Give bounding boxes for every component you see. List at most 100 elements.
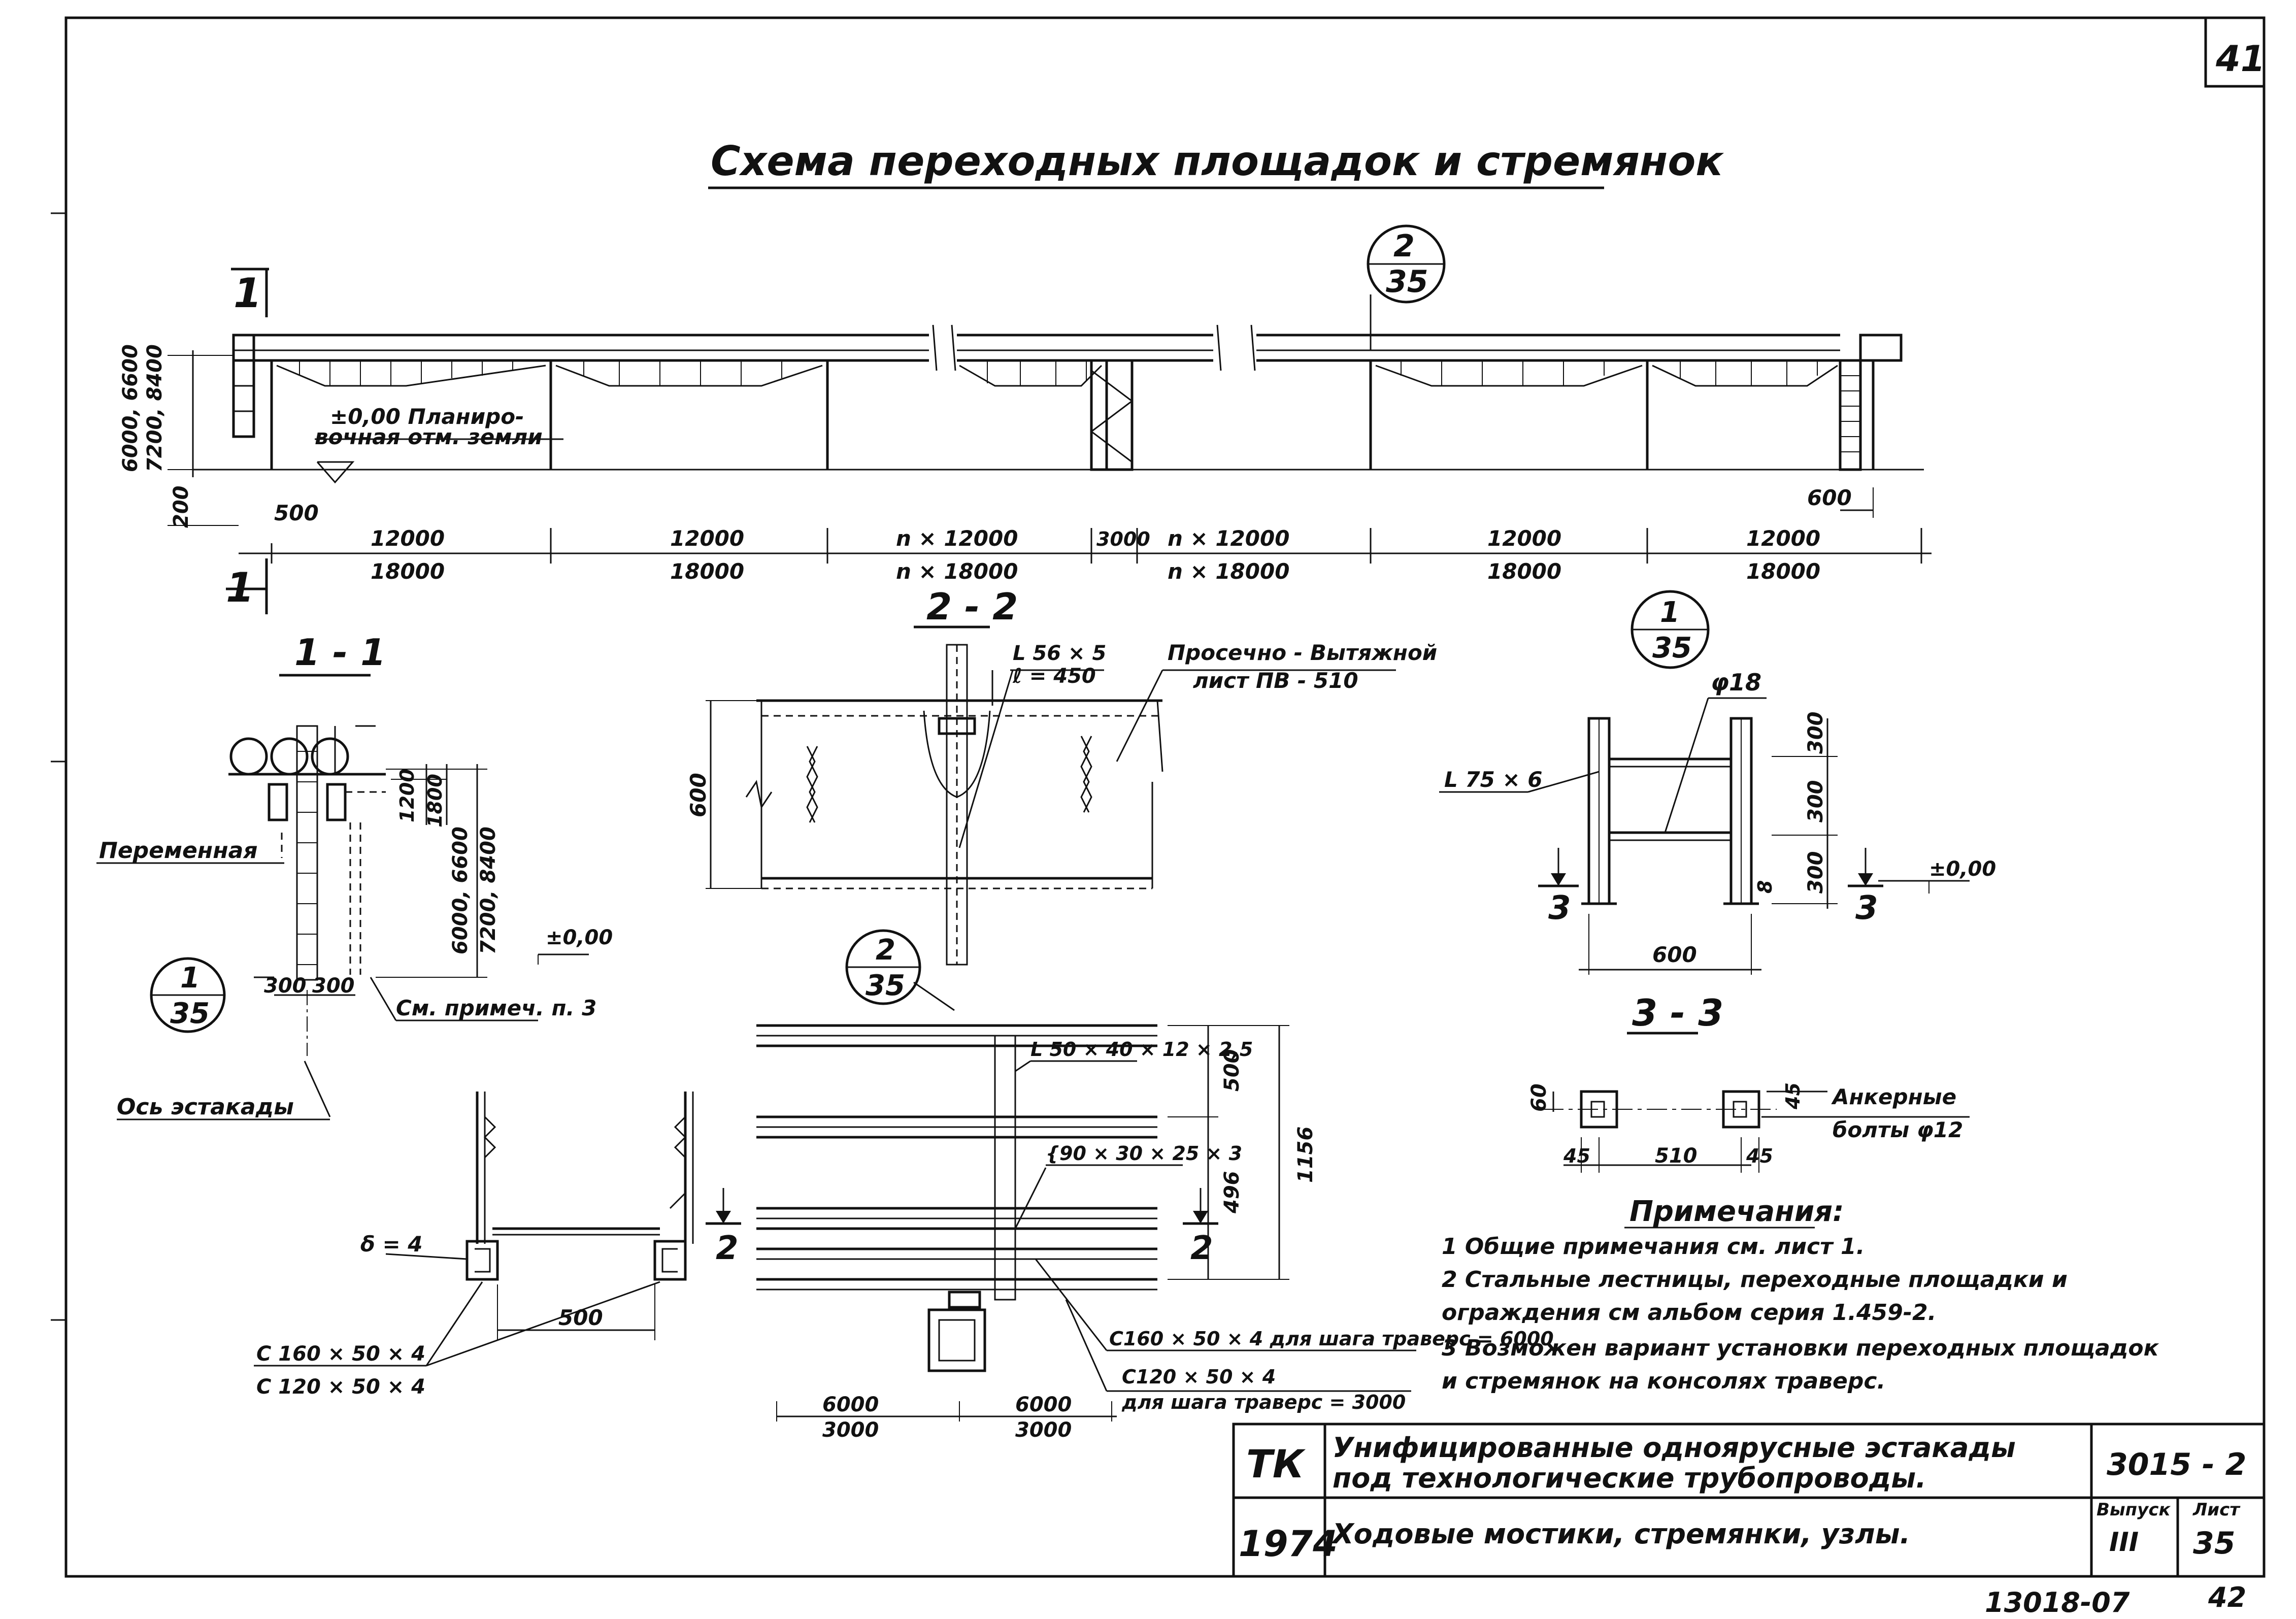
grating-label-2: лист ПВ - 510 — [1193, 668, 1358, 693]
span-top: 3000 — [1096, 528, 1150, 550]
dim-200: 200 — [170, 486, 193, 528]
span-dimensions: 12000 18000 12000 18000 n × 12000 n × 18… — [371, 526, 1820, 584]
span-bottom: n × 18000 — [1168, 559, 1289, 584]
dim-300: 300 — [1804, 712, 1827, 754]
dim-45: 45 — [1563, 1145, 1590, 1167]
rod-label: φ18 — [1711, 669, 1761, 696]
org-code: ТК — [1246, 1441, 1306, 1486]
note-line: 3 Возможен вариант установки переходных … — [1442, 1335, 2159, 1361]
dim-45: 45 — [1782, 1082, 1804, 1110]
span-right-top: 6000 — [1015, 1393, 1072, 1416]
angle-label-2: ℓ = 450 — [1012, 665, 1096, 688]
section-mark-2: 2 — [1190, 1230, 1213, 1267]
section-mark-3: 3 — [1855, 889, 1878, 927]
section-2-2-drawing — [706, 625, 1396, 966]
angle-label: L 75 × 6 — [1444, 767, 1543, 792]
dim-1200: 1200 — [396, 769, 418, 822]
note-line: и стремянок на консолях траверс. — [1442, 1368, 1885, 1394]
span-bottom: 18000 — [1487, 559, 1561, 584]
height-label-1: 6000, 6600 — [119, 344, 142, 472]
span-bottom: 18000 — [1746, 559, 1820, 584]
dim-300: 300 — [264, 974, 307, 998]
section-3-3-title: 3 - 3 — [1632, 992, 1723, 1034]
callout-sheet-ref: 35 — [1386, 264, 1428, 300]
title-block — [1232, 1423, 2266, 1578]
section-mark-1-top: 1 — [234, 270, 262, 317]
channel-label-1: C160 × 50 × 4 для шага траверс = 6000 — [1109, 1328, 1554, 1350]
span-top: 12000 — [670, 526, 744, 551]
channel-label-2: C 120 × 50 × 4 — [256, 1375, 425, 1399]
channel-label-2b: для шага траверс = 3000 — [1121, 1391, 1406, 1413]
section-3-3-drawing — [1543, 1032, 1970, 1173]
dim-1156: 1156 — [1294, 1127, 1317, 1183]
dim-510: 510 — [1655, 1144, 1698, 1168]
height-2: 7200, 8400 — [477, 827, 500, 954]
page-number: 41 — [2215, 38, 2265, 80]
span-left-bottom: 3000 — [822, 1418, 879, 1442]
dim-500: 500 — [274, 501, 319, 525]
callout-number: 1 — [180, 962, 200, 995]
anchor-bolts-1: Анкерные — [1831, 1084, 1956, 1109]
ground-label-1: ±0,00 Планиро- — [330, 404, 524, 429]
axis-label: Ось эстакады — [117, 1094, 294, 1120]
dim-500: 500 — [1220, 1049, 1244, 1092]
section-mark-1-bottom: 1 — [226, 564, 254, 611]
level-mark: ±0,00 — [1929, 857, 1996, 881]
sheet-value: 35 — [2193, 1526, 2236, 1561]
callout-sheet: 35 — [170, 997, 210, 1030]
platform-width: 500 — [558, 1305, 603, 1330]
plate-thickness: δ = 4 — [360, 1232, 423, 1257]
project-title-1: Унифицированные одноярусные эстакады — [1333, 1432, 2016, 1464]
plan-callout-number: 2 — [876, 934, 895, 967]
dim-300: 300 — [312, 974, 355, 998]
bracket-label: {90 × 30 × 25 × 3 — [1046, 1142, 1242, 1165]
sheet-frame — [51, 16, 2266, 1578]
archive-code: 13018-07 — [1985, 1587, 2130, 1618]
dim-600: 600 — [686, 773, 711, 817]
dim-8: 8 — [1754, 880, 1776, 894]
span-top: 12000 — [1746, 526, 1820, 551]
dim-496: 496 — [1220, 1171, 1244, 1214]
note-line: 2 Стальные лестницы, переходные площадки… — [1442, 1267, 2068, 1293]
span-top: n × 12000 — [896, 526, 1018, 551]
height-label-2: 7200, 8400 — [143, 344, 167, 472]
section-1-1-drawing — [96, 674, 589, 1120]
detail-callout-number: 1 — [1660, 596, 1680, 629]
dim-600: 600 — [1807, 485, 1852, 510]
sheet-label: Лист — [2192, 1500, 2241, 1520]
plan-detail-drawing — [706, 929, 1416, 1422]
height-1: 6000, 6600 — [449, 827, 472, 954]
dim-45: 45 — [1746, 1145, 1773, 1167]
ladder-width: 600 — [1652, 942, 1697, 967]
section-mark-2: 2 — [716, 1230, 739, 1267]
platform-detail-drawing — [254, 1092, 694, 1367]
note-line: ограждения см альбом серия 1.459-2. — [1442, 1300, 1936, 1326]
channel-label-2: C120 × 50 × 4 — [1122, 1366, 1276, 1388]
archive-page: 42 — [2208, 1581, 2246, 1613]
project-title-2: под технологические трубопроводы. — [1333, 1462, 1926, 1494]
anchor-bolts-2: болты φ12 — [1833, 1117, 1963, 1142]
detail-callout-sheet: 35 — [1652, 632, 1692, 665]
level-mark: ±0,00 — [546, 926, 613, 949]
angle-label: L 50 × 40 × 12 × 2,5 — [1030, 1038, 1253, 1061]
note-line: 1 Общие примечания см. лист 1. — [1442, 1234, 1865, 1260]
issue-label: Выпуск — [2097, 1500, 2171, 1520]
section-2-2-title: 2 - 2 — [926, 585, 1018, 628]
notes-heading: Примечания: — [1629, 1195, 1844, 1228]
span-top: 12000 — [1487, 526, 1561, 551]
span-top: 12000 — [371, 526, 445, 551]
angle-label-1: L 56 × 5 — [1013, 642, 1106, 665]
variable-label: Переменная — [99, 838, 258, 864]
span-bottom: n × 18000 — [896, 559, 1018, 584]
grating-label-1: Просечно - Вытяжной — [1168, 640, 1437, 665]
callout-sheet-number: 2 — [1393, 228, 1415, 264]
year: 1974 — [1239, 1523, 1338, 1565]
drawing-title: Схема переходных площадок и стремянок — [711, 138, 1724, 185]
span-top: n × 12000 — [1168, 526, 1289, 551]
issue-value: III — [2109, 1527, 2139, 1558]
dim-300: 300 — [1804, 851, 1827, 894]
page-number-box — [2204, 16, 2266, 88]
span-left-top: 6000 — [822, 1393, 879, 1416]
detail-ladder-drawing — [1439, 590, 1970, 975]
